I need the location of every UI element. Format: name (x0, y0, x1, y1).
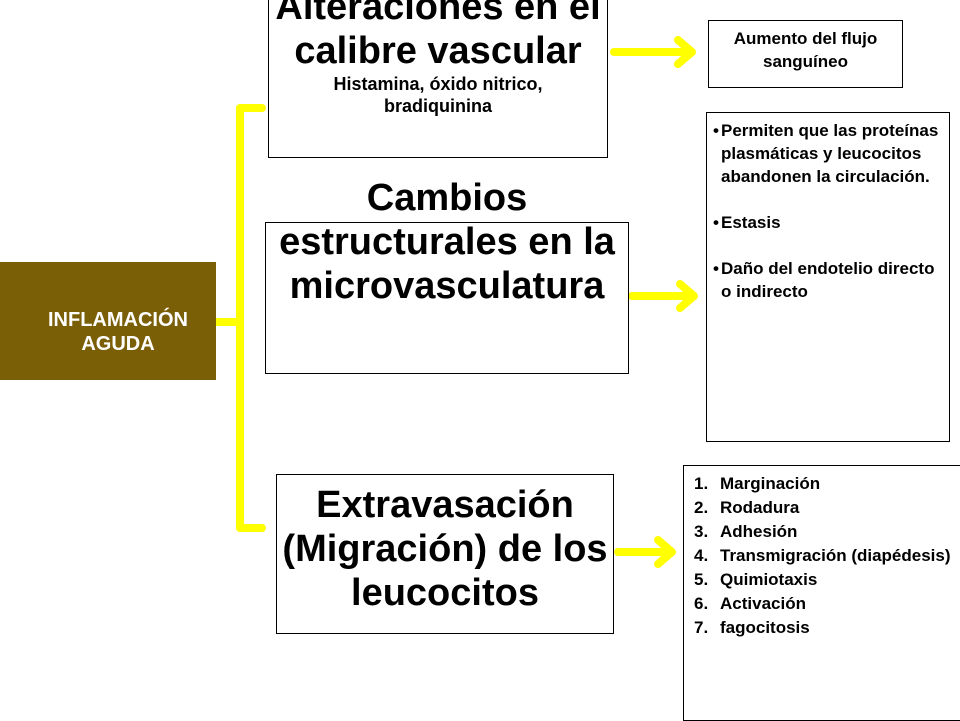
branch-extravasation-title: Extravasación (Migración) de los leucoci… (282, 484, 608, 614)
branch-structural-box: Cambios estructurales en la microvascula… (265, 177, 629, 374)
note-flow-text: Aumento del flujo sanguíneo (733, 29, 878, 71)
branch-structural-title: Cambios estructurales en la microvascula… (279, 177, 615, 307)
list-item: 3. Adhesión (694, 520, 954, 544)
note-steps-list: 1. Marginación 2. Rodadura 3. Adhesión 4. Tr… (694, 472, 954, 640)
list-item: 1. Marginación (694, 472, 954, 496)
list-item: 7. fagocitosis (694, 616, 954, 640)
branch-structural-frame (265, 222, 629, 374)
step-number: 1. (694, 474, 709, 493)
list-item: 5. Quimiotaxis (694, 568, 954, 592)
step-text: Marginación (720, 474, 821, 493)
list-item: Daño del endotelio directo o indirecto (713, 257, 943, 303)
note-structural: Permiten que las proteínas plasmáticas y… (706, 112, 950, 442)
step-text: fagocitosis (720, 618, 810, 637)
branch-extravasation-box: Extravasación (Migración) de los leucoci… (276, 474, 614, 634)
arrow-head-flow-note (674, 36, 696, 68)
list-item: Estasis (713, 211, 943, 234)
list-item: 4. Transmigración (diapédesis) (694, 544, 954, 568)
step-number: 4. (694, 546, 709, 565)
note-steps: 1. Marginación 2. Rodadura 3. Adhesión 4. Tr… (683, 465, 960, 721)
step-text: Quimiotaxis (720, 570, 818, 589)
step-number: 7. (694, 618, 709, 637)
step-number: 3. (694, 522, 709, 541)
step-number: 2. (694, 498, 709, 517)
list-item: 6. Activación (694, 592, 954, 616)
list-item: Permiten que las proteínas plasmáticas y… (713, 119, 943, 188)
branch-calibre-box: Alteraciones en el calibre vascular Hist… (268, 0, 608, 158)
branch-calibre-title: Alteraciones en el calibre vascular (275, 0, 601, 72)
step-text: Activación (720, 594, 806, 613)
step-text: Rodadura (720, 498, 800, 517)
step-text: Adhesión (720, 522, 798, 541)
list-item: 2. Rodadura (694, 496, 954, 520)
arrow-head-steps-note (654, 536, 676, 568)
root-label: INFLAMACIÓN AGUDA (48, 309, 188, 355)
branch-calibre-subtitle: Histamina, óxido nitrico, bradiquinina (333, 74, 543, 116)
bracket-connector (236, 104, 266, 532)
step-number: 6. (694, 594, 709, 613)
arrow-head-structural-note (676, 280, 698, 312)
note-structural-list: Permiten que las proteínas plasmáticas y… (713, 119, 943, 303)
note-flow: Aumento del flujo sanguíneo (708, 20, 903, 88)
root-node: INFLAMACIÓN AGUDA (0, 262, 216, 380)
step-number: 5. (694, 570, 709, 589)
step-text: Transmigración (diapédesis) (720, 546, 951, 565)
